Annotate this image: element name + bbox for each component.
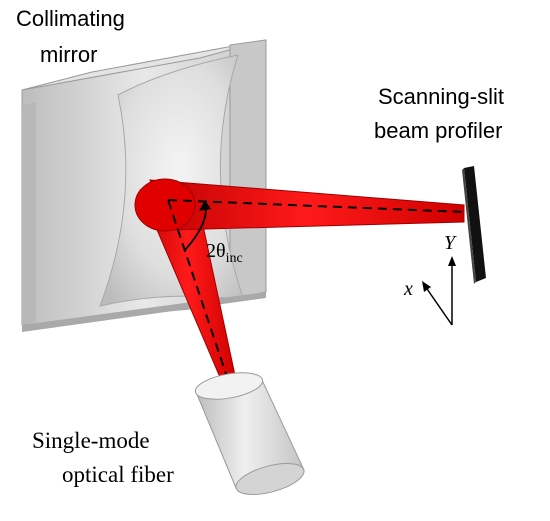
incident-axis-line: [167, 199, 229, 381]
collimating-mirror: [21, 39, 267, 332]
angle-arc-arrowhead: [199, 200, 211, 211]
angle-label: 2θinc: [206, 240, 243, 267]
beam-spot: [134, 178, 196, 232]
axis-label-y: Y: [444, 232, 456, 254]
mirror-label-line2: mirror: [40, 42, 98, 67]
angle-label-main: 2θ: [206, 240, 226, 262]
coordinate-axes: [422, 256, 456, 326]
profiler-label-line1: Scanning-slit: [378, 84, 504, 109]
beam-profiler: [462, 166, 486, 284]
profiler-label-line2: beam profiler: [374, 118, 503, 143]
mirror-label-line1: Collimating: [16, 6, 125, 31]
axis-label-x: x: [404, 278, 413, 300]
optical-fiber: [194, 372, 305, 495]
reflected-axis-line: [167, 199, 465, 213]
fiber-label-line2: optical fiber: [62, 462, 174, 487]
angle-label-sub: inc: [225, 251, 243, 266]
fiber-label-line1: Single-mode: [32, 428, 150, 453]
